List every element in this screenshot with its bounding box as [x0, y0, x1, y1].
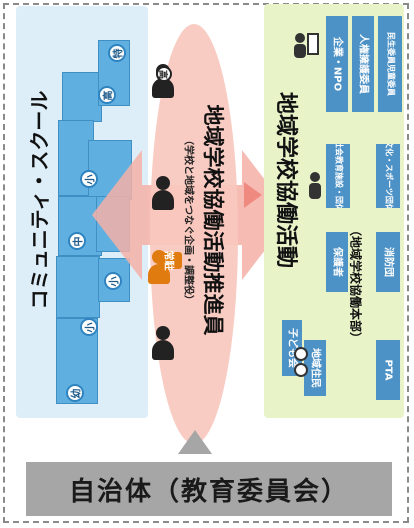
people-group-icon: [294, 33, 319, 58]
org-box: PTA: [376, 340, 400, 400]
org-box: 保護者: [326, 232, 348, 292]
arrow-up-icon: [178, 430, 212, 454]
outer-frame: [3, 3, 409, 523]
org-box: 社会教育施設・団体: [326, 144, 350, 208]
org-box: 地域住民: [304, 340, 326, 396]
coordinator-person-icon: [152, 326, 174, 360]
volunteer-icon: [309, 172, 321, 199]
school-badge: 中: [68, 232, 86, 250]
org-box: 人権擁護委員: [352, 16, 374, 112]
school-badge: 幼: [66, 384, 84, 402]
family-icon: [294, 347, 308, 377]
municipality-band: 自治体（教育委員会）: [26, 462, 392, 516]
school-badge: 特: [108, 44, 126, 62]
org-box: 文化・スポーツ団体: [376, 144, 400, 208]
school-badge: 小: [104, 272, 122, 290]
org-box: 消防団: [376, 232, 400, 292]
school-building: [62, 72, 102, 122]
headquarters-label: （地域学校協働本部）: [348, 223, 363, 345]
municipality-label: 自治体（教育委員会）: [68, 476, 349, 507]
resident-tag: 常駐: [158, 251, 182, 271]
school-badge: 小: [80, 170, 98, 188]
coordinator-person-icon: [152, 176, 174, 210]
org-box: 企業・NPO: [326, 16, 348, 112]
coordinator-subtitle: （学校と地域をつなぐ企画・調整役）: [182, 135, 194, 305]
org-box: 民生委員児童委員: [378, 16, 402, 112]
school-badge: 小: [80, 318, 98, 336]
coordinator-title: 地域学校協働活動推進員: [201, 104, 225, 336]
regional-activities-title: 地域学校協働活動: [273, 91, 298, 269]
org-box: 子ども会: [282, 320, 302, 376]
arrow-right-icon: [244, 182, 262, 208]
school-badge: 高: [98, 86, 116, 104]
community-school-title: コミュニティ・スクール: [27, 90, 52, 310]
school-building: [56, 256, 100, 318]
circle-tag: 高: [156, 66, 172, 82]
